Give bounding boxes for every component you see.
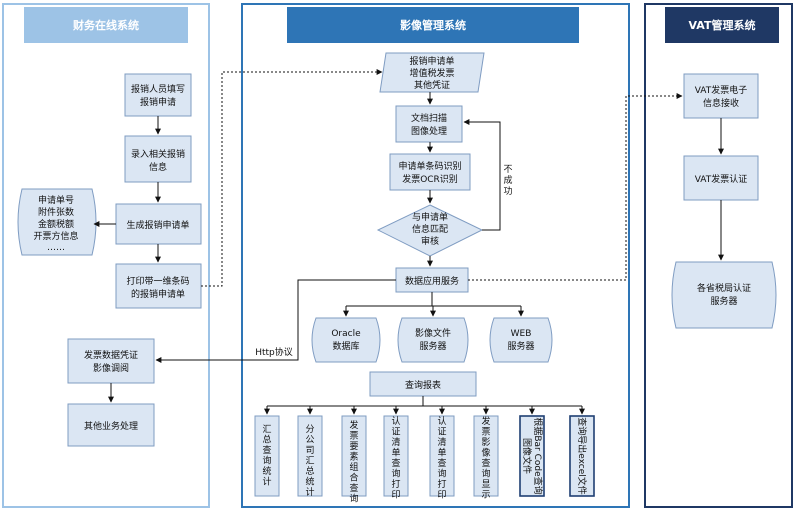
- report-auth-list-1: 认证清单查询打印: [383, 415, 409, 501]
- lane-vat-header: [665, 7, 779, 43]
- svg-text:信息匹配: 信息匹配: [412, 223, 448, 235]
- data-store-apply: 申请单号 附件张数 金额税额 开票方信息 ……: [17, 188, 97, 256]
- svg-text:开票方信息: 开票方信息: [33, 230, 78, 242]
- svg-text:信息接收: 信息接收: [703, 97, 739, 109]
- node-query: 查询报表: [369, 371, 477, 397]
- svg-text:Oracle: Oracle: [331, 329, 361, 339]
- store-oracle: Oracle 数据库: [311, 317, 381, 363]
- svg-text:报销申请: 报销申请: [140, 96, 176, 108]
- svg-text:金额税额: 金额税额: [38, 218, 74, 230]
- node-ocr: 申请单条码识别 发票OCR识别: [389, 153, 471, 191]
- finance-connectors: [93, 69, 383, 403]
- fail-label: 不 成 功: [503, 164, 512, 197]
- svg-text:服务器: 服务器: [710, 295, 737, 307]
- svg-text:影像文件: 影像文件: [415, 327, 451, 339]
- svg-text:的报销申请单: 的报销申请单: [131, 288, 185, 300]
- store-tax-server: 各省税局认证 服务器: [671, 261, 777, 329]
- svg-text:功: 功: [503, 186, 512, 197]
- svg-text:不: 不: [503, 164, 512, 175]
- svg-text:生成报销申请单: 生成报销申请单: [126, 219, 189, 231]
- node-data-service: 数据应用服务: [395, 267, 469, 293]
- svg-text:发票OCR识别: 发票OCR识别: [402, 173, 458, 185]
- report-invoice-query: 发票要素组合查询: [341, 415, 367, 505]
- node-fill-apply: 报销人员填写 报销申请: [124, 73, 192, 117]
- node-match: 与申请单 信息匹配 审核: [376, 204, 484, 257]
- lane-finance-title: 财务在线系统: [72, 18, 139, 32]
- svg-text:根据Bar Code查询: 根据Bar Code查询: [532, 417, 544, 494]
- svg-text:数据应用服务: 数据应用服务: [405, 275, 459, 287]
- http-label: Http协议: [255, 346, 293, 358]
- store-file-server: 影像文件 服务器: [397, 317, 469, 363]
- svg-text:文档扫描: 文档扫描: [411, 112, 447, 124]
- lane-finance-header: [24, 7, 188, 43]
- report-barcode-query: 根据Bar Code查询 图像文件: [519, 415, 545, 497]
- lane-image-title: 影像管理系统: [400, 18, 466, 32]
- svg-text:图像处理: 图像处理: [411, 125, 447, 137]
- node-enter-info: 录入相关报销 信息: [124, 135, 192, 183]
- svg-text:申请单号: 申请单号: [38, 194, 74, 206]
- node-invoice-view: 发票数据凭证 影像调阅: [67, 338, 155, 384]
- svg-text:VAT发票电子: VAT发票电子: [695, 84, 748, 96]
- store-web-server: WEB 服务器: [489, 317, 553, 363]
- svg-text:……: ……: [47, 243, 65, 253]
- node-print-barcode: 打印带一维条码 的报销申请单: [115, 263, 202, 309]
- node-vat-receive: VAT发票电子 信息接收: [683, 73, 759, 119]
- node-generate: 生成报销申请单: [115, 203, 202, 245]
- lane-image-header: [287, 7, 579, 43]
- svg-text:信息: 信息: [149, 161, 167, 173]
- svg-text:其他业务处理: 其他业务处理: [84, 420, 138, 432]
- report-branch-stats: 分公司汇总统计: [297, 415, 323, 498]
- svg-text:成: 成: [503, 174, 512, 186]
- node-vat-auth: VAT发票认证: [683, 155, 759, 201]
- image-connectors: [155, 92, 683, 415]
- svg-text:打印带一维条码: 打印带一维条码: [126, 275, 189, 287]
- report-label-0: 汇总查询统计: [262, 424, 271, 488]
- report-auth-list-2: 认证清单查询打印: [429, 415, 455, 501]
- svg-text:WEB: WEB: [511, 329, 532, 339]
- svg-text:查询报表: 查询报表: [405, 379, 441, 391]
- svg-text:各省税局认证: 各省税局认证: [697, 282, 751, 294]
- svg-text:查询导出excel文件: 查询导出excel文件: [576, 417, 588, 495]
- lane-vat-title: VAT管理系统: [689, 18, 756, 32]
- report-label-1: 分公司汇总统计: [305, 424, 314, 498]
- report-label-3: 认证清单查询打印: [391, 415, 400, 501]
- report-label-4: 认证清单查询打印: [437, 415, 446, 501]
- svg-text:录入相关报销: 录入相关报销: [131, 148, 185, 160]
- svg-text:影像调阅: 影像调阅: [93, 362, 129, 374]
- svg-text:与申请单: 与申请单: [412, 211, 448, 223]
- report-invoice-image: 发票影像查询显示: [473, 415, 499, 501]
- svg-text:审核: 审核: [421, 235, 439, 247]
- report-excel-export: 查询导出excel文件: [569, 415, 595, 497]
- node-scan: 文档扫描 图像处理: [395, 105, 463, 143]
- svg-text:VAT发票认证: VAT发票认证: [695, 173, 748, 185]
- svg-text:服务器: 服务器: [419, 340, 446, 352]
- node-input-docs: 报销申请单 增值税发票 其他凭证: [379, 52, 485, 93]
- svg-text:申请单条码识别: 申请单条码识别: [398, 160, 461, 172]
- node-other: 其他业务处理: [67, 403, 155, 447]
- svg-text:图像文件: 图像文件: [521, 438, 533, 474]
- svg-text:报销申请单: 报销申请单: [409, 55, 454, 67]
- report-summary-stats: 汇总查询统计: [254, 415, 280, 497]
- svg-text:附件张数: 附件张数: [38, 206, 74, 218]
- svg-text:增值税发票: 增值税发票: [409, 67, 454, 79]
- svg-text:其他凭证: 其他凭证: [414, 79, 450, 91]
- report-label-5: 发票影像查询显示: [481, 415, 490, 501]
- svg-text:服务器: 服务器: [507, 340, 534, 352]
- svg-text:报销人员填写: 报销人员填写: [131, 83, 185, 95]
- svg-text:发票数据凭证: 发票数据凭证: [84, 349, 138, 361]
- report-label-2: 发票要素组合查询: [349, 419, 358, 505]
- svg-text:数据库: 数据库: [332, 340, 359, 352]
